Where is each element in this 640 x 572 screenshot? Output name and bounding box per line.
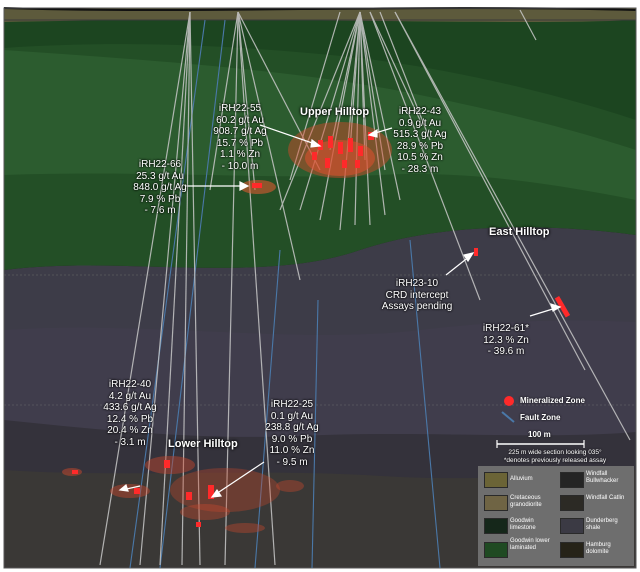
scale-bar-label: 100 m (528, 430, 551, 439)
lower-hilltop-halo-6 (276, 480, 304, 492)
intercept-irh22-25: iRH22-25 0.1 g/t Au 238.8 g/t Ag 9.0 % P… (252, 399, 332, 468)
intercept-line: 11.0 % Zn (269, 445, 315, 456)
hamburg-dolomite-swatch (560, 542, 584, 558)
fault-zone-key-label: Fault Zone (520, 413, 561, 422)
lower-hilltop-halo-5 (225, 523, 265, 533)
goodwin-limestone-label: Goodwin limestone (510, 518, 536, 531)
cretaceous-granodiorite-layer (4, 8, 636, 22)
intercept-line: 4.2 g/t Au (108, 390, 152, 402)
intercept-irh22-40: iRH22-40 4.2 g/t Au 433.6 g/t Ag 12.4 % … (90, 379, 170, 448)
intercept-line: 28.9 % Pb (396, 140, 444, 152)
goodwin-lower-laminated-swatch (484, 542, 508, 558)
mineralized-zone-key-label: Mineralized Zone (520, 396, 585, 405)
hamburg-dolomite-label: Hamburg dolomite (586, 542, 611, 555)
intercept-line: iRH22-43 (398, 106, 442, 117)
windfall-bullwhacker-label: Windfall Bullwhacker (586, 471, 619, 484)
upper-hilltop-title: Upper Hilltop (300, 106, 370, 118)
alluvium-swatch (484, 472, 508, 488)
intercept-irh22-55: iRH22-55 60.2 g/t Au 908.7 g/t Ag 15.7 %… (200, 103, 280, 172)
intercept-line: 20.4 % Zn (107, 425, 153, 436)
windfall-catlin-swatch (560, 495, 584, 511)
intercept-line: 10.5 % Zn (397, 152, 443, 163)
intercept-line: iRH23-10 (395, 278, 439, 289)
intercept-line: 515.3 g/t Ag (393, 129, 447, 140)
lower-hilltop-halo-4 (180, 504, 230, 520)
intercept-line: 238.8 g/t Ag (265, 422, 319, 433)
cretaceous-granodiorite-label: Cretaceous granodiorite (510, 495, 542, 508)
intercept-line: CRD intercept (385, 289, 449, 301)
intercept-line: 908.7 g/t Ag (213, 126, 267, 137)
windfall-bullwhacker-swatch (560, 472, 584, 488)
intercept-line: - 3.1 m (114, 436, 146, 448)
intercept-line: 433.6 g/t Ag (103, 402, 157, 413)
intercept-line: Assays pending (381, 301, 453, 312)
intercept-line: 9.0 % Pb (271, 433, 313, 445)
goodwin-upper-band (4, 20, 636, 120)
section-note-line-1: 225 m wide section looking 035° (508, 449, 602, 456)
lower-hilltop-halo-3 (110, 484, 150, 498)
intercept-line: - 7.6 m (144, 205, 176, 216)
east-hilltop-title: East Hilltop (489, 226, 550, 238)
intercept-line: iRH22-25 (270, 399, 314, 410)
intercept-irh22-61: iRH22-61* 12.3 % Zn - 39.6 m (468, 323, 544, 358)
intercept-irh22-43: iRH22-43 0.9 g/t Au 515.3 g/t Ag 28.9 % … (380, 106, 460, 175)
fault-zones (129, 19, 441, 569)
intercept-line: iRH22-55 (218, 103, 262, 114)
intercept-line: - 39.6 m (487, 346, 525, 357)
mineralized-zones (62, 122, 571, 533)
intercept-line: 60.2 g/t Au (216, 114, 264, 126)
intercept-line: iRH22-40 (108, 379, 152, 390)
intercept-line: 1.1 % Zn (219, 149, 261, 160)
intercept-line: - 28.3 m (401, 163, 439, 175)
section-note: 225 m wide section looking 035° *denotes… (480, 449, 630, 465)
section-note-line-2: *denotes previously released assay (503, 457, 607, 464)
intercept-line: - 10.0 m (221, 160, 259, 172)
section-frame (3, 7, 637, 569)
callout-arrows (118, 124, 562, 498)
intercept-irh23-10: iRH23-10 CRD intercept Assays pending (372, 278, 462, 313)
intercept-irh22-66: iRH22-66 25.3 g/t Au 848.0 g/t Ag 7.9 % … (120, 159, 200, 217)
lower-hilltop-halo-1 (170, 468, 280, 512)
dunderberg-shale-swatch (560, 518, 584, 534)
drill-traces (99, 9, 631, 566)
goodwin-lower-laminated-label: Goodwin lower laminated (510, 538, 550, 551)
intercept-line: 848.0 g/t Ag (133, 182, 187, 193)
intercept-line: 15.7 % Pb (216, 137, 264, 149)
intercept-line: - 9.5 m (276, 456, 308, 468)
geology-legend: Alluvium Windfall Bullwhacker Cretaceous… (478, 466, 634, 566)
windfall-catlin-label: Windfall Catlin (586, 495, 625, 501)
intercept-line: 0.1 g/t Au (270, 410, 314, 422)
dunderberg-shale-label: Dunderberg shale (586, 518, 618, 531)
intercept-line: 12.3 % Zn (483, 334, 529, 346)
intercept-line: iRH22-66 (138, 159, 182, 170)
intercept-line: 7.9 % Pb (139, 193, 181, 205)
goodwin-limestone-swatch (484, 518, 508, 534)
alluvium-label: Alluvium (510, 476, 533, 482)
intercept-line: 12.4 % Pb (106, 413, 154, 425)
intercept-line: 25.3 g/t Au (136, 170, 184, 182)
intercept-line: iRH22-61* (482, 323, 530, 334)
fault-zone-key-line (501, 411, 515, 423)
cretaceous-granodiorite-swatch (484, 495, 508, 511)
mineralized-zone-key-dot (504, 396, 514, 406)
lower-hilltop-title: Lower Hilltop (168, 438, 238, 450)
intercept-line: 0.9 g/t Au (398, 117, 442, 129)
